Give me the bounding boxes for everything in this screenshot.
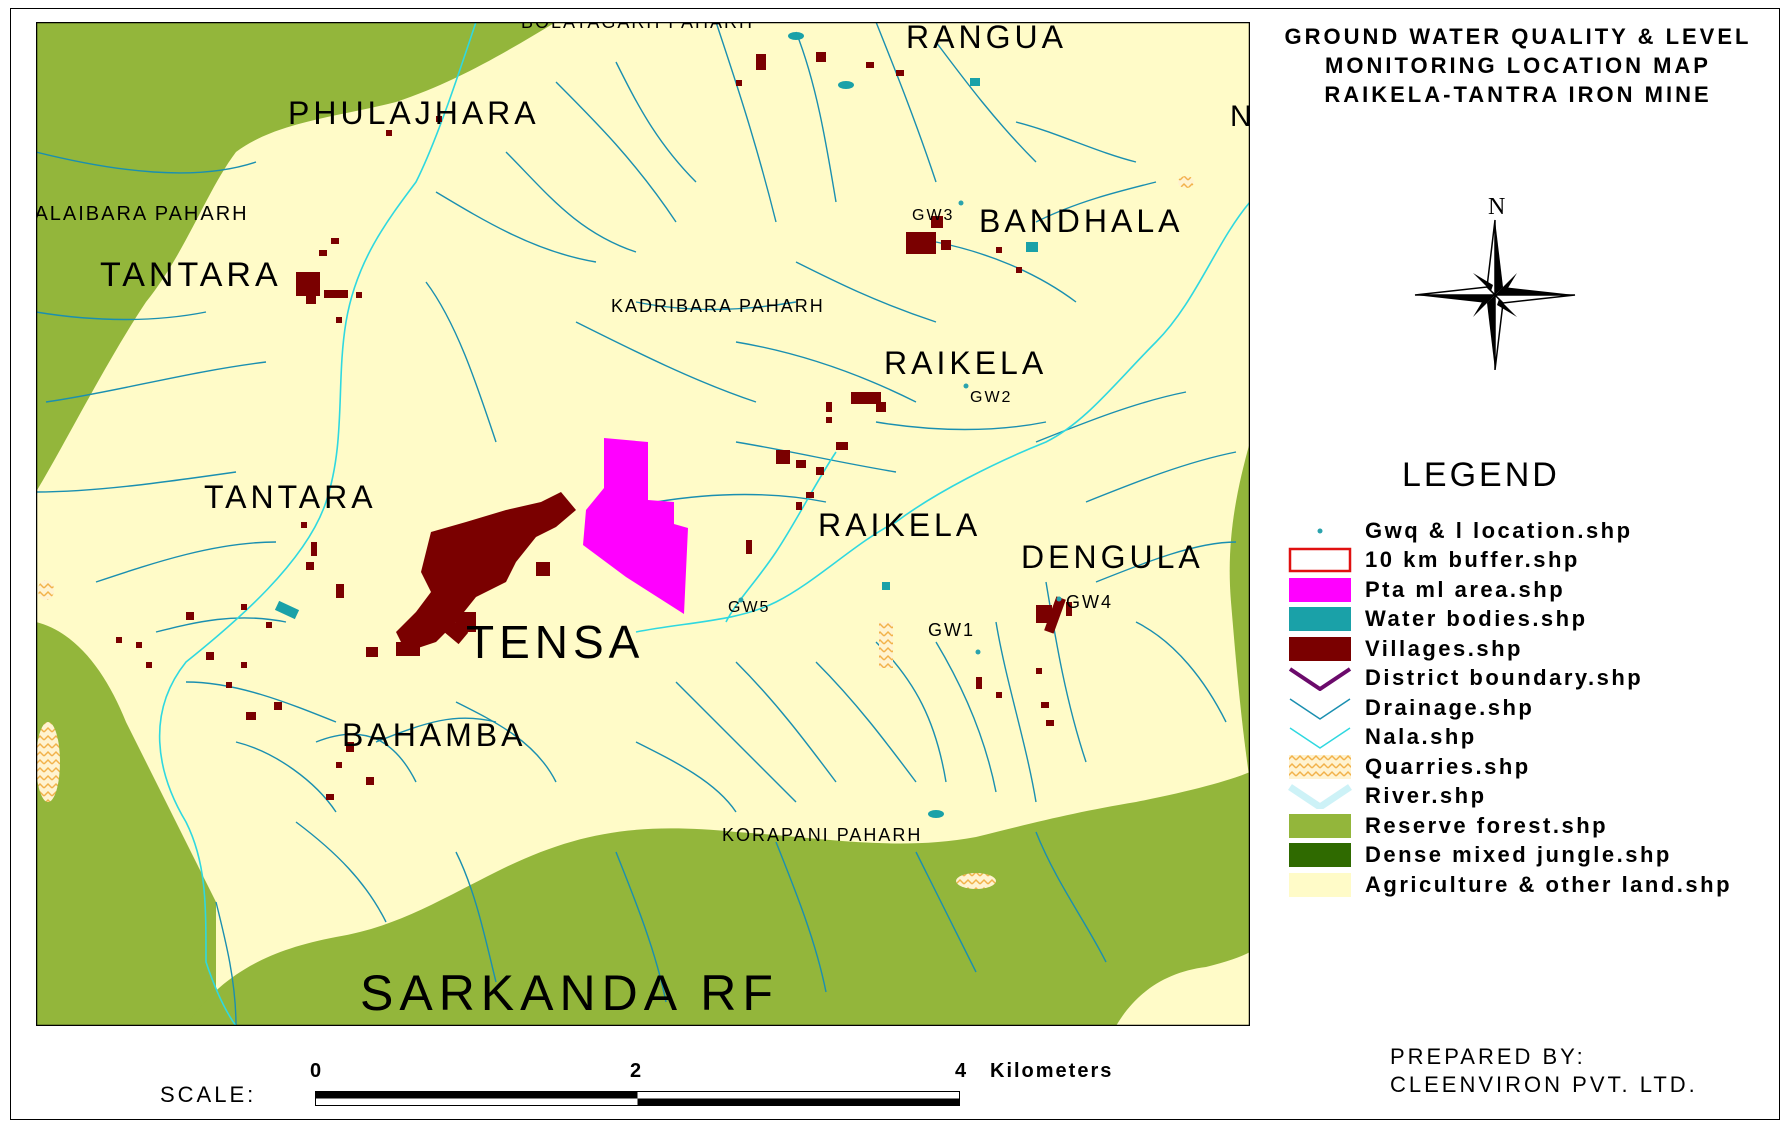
legend-swatch-icon <box>1288 784 1352 810</box>
forest-south <box>186 772 1250 1026</box>
label-tantara-south: TANTARA <box>204 479 377 515</box>
legend-item: 10 km buffer.shp <box>1288 546 1732 576</box>
label-gw3: GW3 <box>912 207 954 224</box>
legend-item-label: Dense mixed jungle.shp <box>1365 842 1672 868</box>
scale-label: SCALE: <box>160 1082 257 1107</box>
label-bahamba: BAHAMBA <box>342 717 526 753</box>
legend-item: Agriculture & other land.shp <box>1288 870 1732 900</box>
legend-item-label: Reserve forest.shp <box>1365 812 1609 838</box>
legend-item-label: Drainage.shp <box>1365 694 1535 720</box>
title-line-1: GROUND WATER QUALITY & LEVEL <box>1284 24 1752 49</box>
legend-item-label: Gwq & l location.shp <box>1365 517 1633 543</box>
label-gw1: GW1 <box>928 620 975 640</box>
mine-lease-area[interactable] <box>583 438 688 614</box>
legend-swatch-icon <box>1289 754 1351 779</box>
label-map-edge-n: N <box>1230 100 1250 133</box>
legend-item: Water bodies.shp <box>1288 605 1732 635</box>
legend-item: Drainage.shp <box>1288 693 1732 723</box>
legend-swatch-icon <box>1289 843 1351 868</box>
map-canvas[interactable]: BOLATAGARH PAHARH RANGUA PHULAJHARA NALA… <box>36 22 1250 1026</box>
scale-tick-4: 4 <box>955 1060 969 1082</box>
legend-title: LEGEND <box>1402 456 1560 494</box>
drainage-network <box>36 22 1237 1026</box>
legend-swatch-icon <box>1288 667 1352 692</box>
forest-east <box>1229 442 1250 782</box>
legend-swatch-icon <box>1289 698 1351 720</box>
legend-swatch-icon <box>1289 727 1351 750</box>
north-arrow-icon: N <box>1414 194 1576 370</box>
legend-item-label: District boundary.shp <box>1365 665 1644 691</box>
label-tantara-north: TANTARA <box>100 256 282 294</box>
legend-item-label: 10 km buffer.shp <box>1365 547 1580 573</box>
label-nalaibara-paharh: NALAIBARA PAHARH <box>36 203 249 225</box>
legend-item: Pta ml area.shp <box>1288 575 1732 605</box>
prepared-by: PREPARED BY: CLEENVIRON PVT. LTD. <box>1390 1043 1698 1099</box>
label-rangua: RANGUA <box>906 22 1067 55</box>
legend-item: Reserve forest.shp <box>1288 811 1732 841</box>
legend-swatch-icon <box>1289 636 1351 661</box>
label-sarkanda-rf: SARKANDA RF <box>360 965 779 1021</box>
label-gw5: GW5 <box>728 599 770 616</box>
legend-item: Gwq & l location.shp <box>1288 516 1732 546</box>
legend-item: Dense mixed jungle.shp <box>1288 841 1732 871</box>
legend-item-label: Agriculture & other land.shp <box>1365 871 1733 897</box>
nala-network <box>158 22 1250 1026</box>
monitoring-points <box>738 200 1062 655</box>
forest-southeast-patch <box>1116 952 1250 1026</box>
legend-item-label: Water bodies.shp <box>1365 606 1588 632</box>
legend-item-label: Villages.shp <box>1365 635 1523 661</box>
legend-swatch-icon <box>1317 528 1323 534</box>
label-raikela-north: RAIKELA <box>884 345 1047 381</box>
label-bandhala: BANDHALA <box>979 203 1184 239</box>
prepared-by-heading: PREPARED BY: <box>1390 1044 1586 1069</box>
map-title: GROUND WATER QUALITY & LEVEL MONITORING … <box>1250 22 1786 109</box>
legend-item-label: Quarries.shp <box>1365 753 1531 779</box>
forest-northwest <box>36 22 556 492</box>
legend-item: District boundary.shp <box>1288 664 1732 694</box>
legend-item-label: Pta ml area.shp <box>1365 576 1566 602</box>
label-raikela-south: RAIKELA <box>818 507 981 543</box>
legend-item: Quarries.shp <box>1288 752 1732 782</box>
legend-item: Nala.shp <box>1288 723 1732 753</box>
label-gw2: GW2 <box>970 389 1012 406</box>
legend-item: River.shp <box>1288 782 1732 812</box>
legend-swatch-icon <box>1289 813 1351 838</box>
label-bolatagarh-paharh: BOLATAGARH PAHARH <box>521 22 754 32</box>
legend-item: Villages.shp <box>1288 634 1732 664</box>
villages <box>116 52 1072 800</box>
legend-swatch-icon <box>1288 548 1352 573</box>
north-label: N <box>1488 194 1505 220</box>
prepared-by-company: CLEENVIRON PVT. LTD. <box>1390 1072 1698 1097</box>
title-line-2: MONITORING LOCATION MAP <box>1325 53 1711 78</box>
label-gw4: GW4 <box>1066 592 1113 612</box>
legend-item-label: Nala.shp <box>1365 724 1477 750</box>
legend-item-label: River.shp <box>1365 783 1487 809</box>
scale-bar <box>315 1091 960 1106</box>
label-phulajhara: PHULAJHARA <box>288 95 540 131</box>
quarries <box>36 176 1194 889</box>
label-tensa: TENSA <box>466 616 644 668</box>
scale-unit: Kilometers <box>990 1060 1114 1082</box>
label-dengula: DENGULA <box>1021 539 1204 575</box>
scale-tick-0: 0 <box>310 1060 324 1082</box>
legend-swatch-icon <box>1289 872 1351 897</box>
title-line-3: RAIKELA-TANTRA IRON MINE <box>1324 82 1712 107</box>
label-korapani-paharh: KORAPANI PAHARH <box>722 825 922 845</box>
legend-swatch-icon <box>1289 577 1351 602</box>
legend-swatch-icon <box>1289 607 1351 632</box>
label-kadribara-paharh: KADRIBARA PAHARH <box>611 296 825 316</box>
scale-tick-2: 2 <box>630 1060 644 1082</box>
forest-west <box>36 622 216 1026</box>
